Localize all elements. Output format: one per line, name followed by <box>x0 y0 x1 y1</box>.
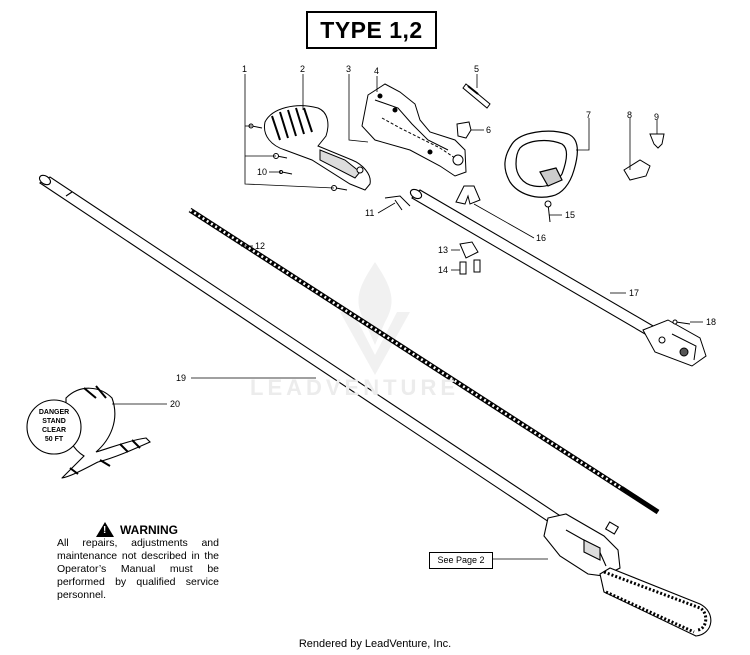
warning-text: All repairs, adjustments and maintenance… <box>57 537 219 601</box>
handle-housing-part <box>263 105 371 191</box>
drive-shaft-part <box>188 207 660 515</box>
callout-5: 5 <box>474 64 480 74</box>
saw-head-part <box>543 513 712 637</box>
see-page-box: See Page 2 <box>429 552 493 569</box>
bracket-part <box>455 185 481 205</box>
screw-parts <box>248 123 691 325</box>
callout-7: 7 <box>586 110 592 120</box>
warning-icon <box>96 522 114 537</box>
callout-11: 11 <box>365 208 375 218</box>
callout-3: 3 <box>346 64 352 74</box>
handle-half-part <box>361 83 467 177</box>
bracket-clamp-part <box>459 241 481 275</box>
callout-19: 19 <box>176 373 187 383</box>
callout-17: 17 <box>629 288 640 298</box>
callout-4: 4 <box>374 66 380 76</box>
warning-heading: WARNING <box>96 522 178 537</box>
callout-20: 20 <box>170 399 181 409</box>
danger-line-2: STAND <box>42 418 66 425</box>
callout-14: 14 <box>438 265 449 275</box>
leader-lines <box>112 74 703 560</box>
callout-6: 6 <box>486 125 492 135</box>
cable-clip-part <box>384 195 411 211</box>
danger-line-1: DANGER <box>38 409 70 416</box>
watermark-logo <box>340 262 410 375</box>
callout-13: 13 <box>438 245 449 255</box>
danger-line-3: CLEAR <box>41 427 67 434</box>
footer-credit: Rendered by LeadVenture, Inc. <box>298 638 452 650</box>
upper-tube-part <box>409 188 661 339</box>
callout-15: 15 <box>565 210 576 220</box>
callout-16: 16 <box>536 233 547 243</box>
trigger-part <box>456 121 472 139</box>
clamp-part <box>623 159 651 181</box>
callout-12: 12 <box>255 241 266 251</box>
callout-2: 2 <box>300 64 306 74</box>
callout-1: 1 <box>242 64 248 74</box>
warning-heading-text: WARNING <box>120 522 178 537</box>
watermark-text: LEADVENTURE <box>250 375 460 400</box>
diagram-title: TYPE 1,2 <box>306 11 437 49</box>
callout-8: 8 <box>627 110 633 120</box>
knob-part <box>649 133 665 149</box>
danger-tag-text: DANGER STAND CLEAR 50 FT <box>36 408 72 444</box>
outer-tube-part <box>38 174 569 529</box>
danger-tag-part <box>26 385 151 479</box>
loop-handle-part <box>504 130 578 198</box>
cable-part <box>462 83 491 109</box>
callout-10: 10 <box>257 167 268 177</box>
danger-line-4: 50 FT <box>44 436 64 443</box>
callout-18: 18 <box>706 317 717 327</box>
callout-9: 9 <box>654 112 660 122</box>
tube-coupler-part <box>642 319 707 367</box>
